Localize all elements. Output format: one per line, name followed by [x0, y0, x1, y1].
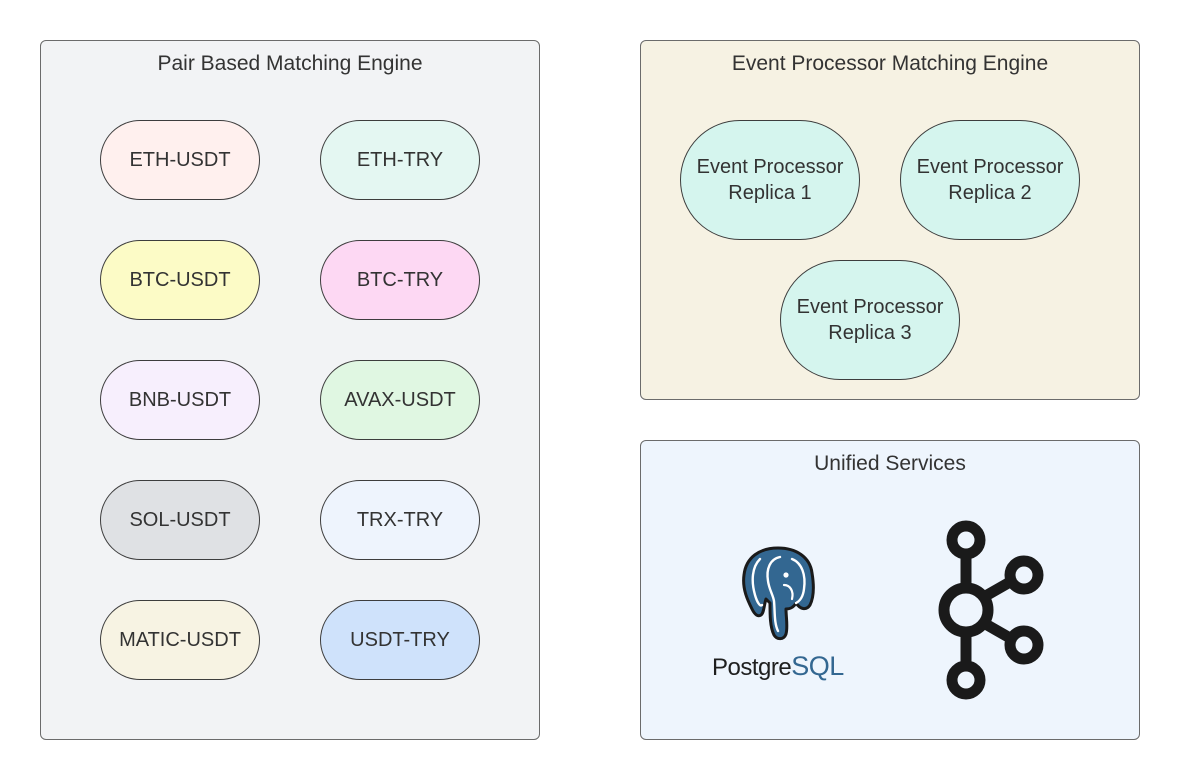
unified-services-panel: Unified Services — [640, 440, 1140, 740]
pair-label: SOL-USDT — [129, 508, 231, 531]
pair-label: BTC-USDT — [129, 268, 231, 291]
pair-node-bnb-usdt[interactable]: BNB-USDT — [100, 360, 260, 440]
pair-label: AVAX-USDT — [344, 388, 456, 411]
replica-label-line1: Event Processor — [796, 296, 944, 318]
wordmark-prefix: Postgre — [712, 654, 792, 681]
pair-node-avax-usdt[interactable]: AVAX-USDT — [320, 360, 480, 440]
pair-node-eth-usdt[interactable]: ETH-USDT — [100, 120, 260, 200]
event-engine-title: Event Processor Matching Engine — [731, 52, 1049, 75]
replica-label-line2: Replica 1 — [728, 182, 812, 204]
pair-engine-title: Pair Based Matching Engine — [157, 52, 423, 75]
event-processor-replica-1[interactable]: Event Processor Replica 1 — [680, 120, 860, 240]
pair-label: USDT-TRY — [350, 628, 450, 651]
replica-label-line2: Replica 2 — [948, 182, 1032, 204]
postgresql-wordmark: PostgreSQL — [712, 651, 844, 682]
pair-node-eth-try[interactable]: ETH-TRY — [320, 120, 480, 200]
pair-label: BNB-USDT — [128, 388, 232, 411]
kafka-icon — [938, 520, 1044, 700]
pair-node-btc-try[interactable]: BTC-TRY — [320, 240, 480, 320]
pair-label: ETH-TRY — [356, 148, 444, 171]
postgresql-logo: PostgreSQL — [712, 545, 852, 685]
replica-label-line1: Event Processor — [696, 156, 844, 178]
wordmark-suffix: SQL — [791, 651, 844, 681]
pair-label: TRX-TRY — [356, 508, 444, 531]
pair-node-btc-usdt[interactable]: BTC-USDT — [100, 240, 260, 320]
pair-node-usdt-try[interactable]: USDT-TRY — [320, 600, 480, 680]
pair-node-trx-try[interactable]: TRX-TRY — [320, 480, 480, 560]
replica-label-line2: Replica 3 — [828, 322, 912, 344]
pair-node-sol-usdt[interactable]: SOL-USDT — [100, 480, 260, 560]
event-processor-replica-3[interactable]: Event Processor Replica 3 — [780, 260, 960, 380]
event-processor-replica-2[interactable]: Event Processor Replica 2 — [900, 120, 1080, 240]
postgresql-elephant-icon — [742, 546, 815, 641]
replica-label-line1: Event Processor — [916, 156, 1064, 178]
pair-label: MATIC-USDT — [119, 628, 241, 651]
pair-node-matic-usdt[interactable]: MATIC-USDT — [100, 600, 260, 680]
pair-label: ETH-USDT — [129, 148, 231, 171]
pair-label: BTC-TRY — [356, 268, 444, 291]
unified-services-title: Unified Services — [814, 452, 966, 475]
